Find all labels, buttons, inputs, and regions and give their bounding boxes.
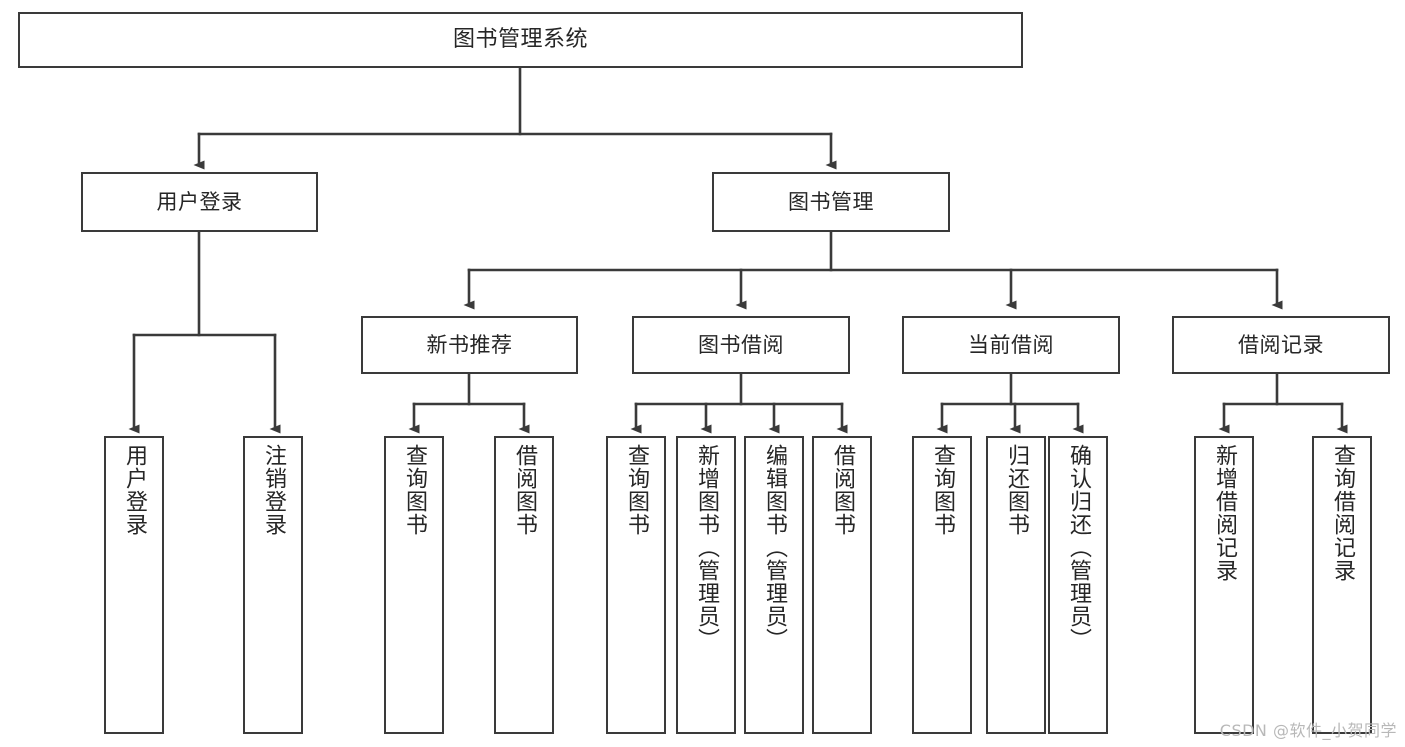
node-leaf-add-record[interactable]: 新增借阅记录 <box>1194 436 1254 734</box>
node-leaf-query-book-1-label: 查询图书 <box>402 444 427 536</box>
node-leaf-user-login-label: 用户登录 <box>122 444 147 536</box>
node-book-borrow[interactable]: 图书借阅 <box>632 316 850 374</box>
node-leaf-query-book-2[interactable]: 查询图书 <box>606 436 666 734</box>
node-leaf-query-book-2-label: 查询图书 <box>624 444 649 536</box>
node-leaf-return-book-label: 归还图书 <box>1004 444 1029 536</box>
node-leaf-confirm-return-label: 确认归还（管理员） <box>1066 444 1091 651</box>
node-leaf-query-book-3-label: 查询图书 <box>930 444 955 536</box>
node-leaf-add-record-label: 新增借阅记录 <box>1212 444 1237 582</box>
node-book-borrow-label: 图书借阅 <box>698 332 784 357</box>
node-leaf-logout[interactable]: 注销登录 <box>243 436 303 734</box>
node-book-manage[interactable]: 图书管理 <box>712 172 950 232</box>
node-leaf-query-book-3[interactable]: 查询图书 <box>912 436 972 734</box>
node-leaf-add-book[interactable]: 新增图书（管理员） <box>676 436 736 734</box>
node-root-label: 图书管理系统 <box>452 27 588 53</box>
csdn-watermark: CSDN @软件_小贺同学 <box>1219 721 1397 740</box>
node-leaf-add-book-label: 新增图书（管理员） <box>694 444 719 651</box>
node-leaf-logout-label: 注销登录 <box>261 444 286 536</box>
node-leaf-edit-book[interactable]: 编辑图书（管理员） <box>744 436 804 734</box>
node-borrow-record[interactable]: 借阅记录 <box>1172 316 1390 374</box>
node-leaf-edit-book-label: 编辑图书（管理员） <box>762 444 787 651</box>
node-leaf-confirm-return[interactable]: 确认归还（管理员） <box>1048 436 1108 734</box>
node-leaf-query-book-1[interactable]: 查询图书 <box>384 436 444 734</box>
node-leaf-borrow-book-2[interactable]: 借阅图书 <box>812 436 872 734</box>
node-current-borrow[interactable]: 当前借阅 <box>902 316 1120 374</box>
node-leaf-borrow-book-1-label: 借阅图书 <box>512 444 537 536</box>
node-user-login[interactable]: 用户登录 <box>81 172 318 232</box>
node-user-login-label: 用户登录 <box>156 189 243 214</box>
node-leaf-return-book[interactable]: 归还图书 <box>986 436 1046 734</box>
node-borrow-record-label: 借阅记录 <box>1238 332 1324 357</box>
node-root[interactable]: 图书管理系统 <box>18 12 1023 68</box>
node-new-book-rec-label: 新书推荐 <box>426 332 513 357</box>
node-leaf-borrow-book-1[interactable]: 借阅图书 <box>494 436 554 734</box>
node-leaf-query-record-label: 查询借阅记录 <box>1330 444 1355 582</box>
node-book-manage-label: 图书管理 <box>788 189 874 214</box>
node-leaf-borrow-book-2-label: 借阅图书 <box>830 444 855 536</box>
node-leaf-query-record[interactable]: 查询借阅记录 <box>1312 436 1372 734</box>
node-new-book-rec[interactable]: 新书推荐 <box>361 316 578 374</box>
node-leaf-user-login[interactable]: 用户登录 <box>104 436 164 734</box>
node-current-borrow-label: 当前借阅 <box>968 332 1054 357</box>
